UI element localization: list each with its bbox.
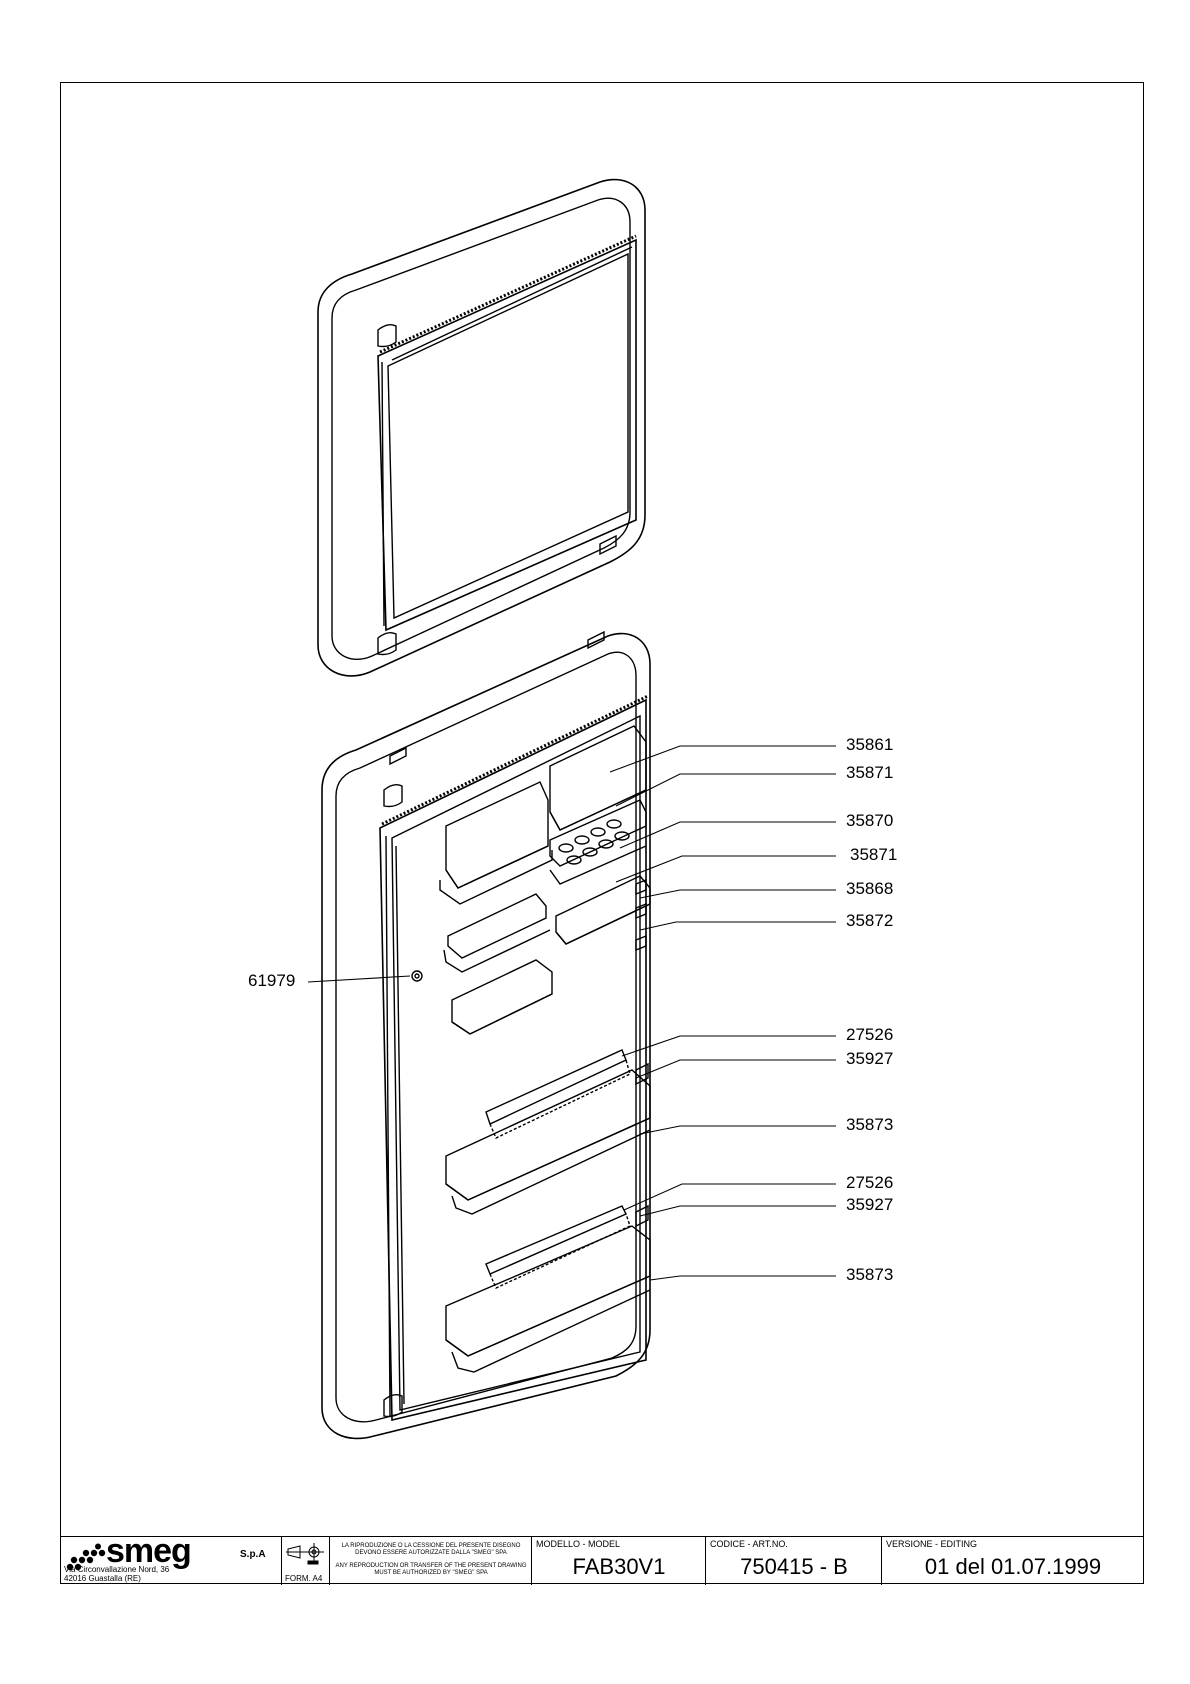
callout-35873-lower: 35873 [846,1265,894,1284]
version-value: 01 del 01.07.1999 [924,1554,1102,1579]
brand-name: smeg [106,1532,192,1570]
callout-35872: 35872 [846,911,894,930]
format-label: FORM. A4 [285,1574,323,1583]
format-cell: FORM. A4 [282,1537,330,1585]
model-cell: MODELLO - MODEL FAB30V1 [532,1537,706,1585]
address-line-1: Via Circonvallazione Nord, 36 [64,1565,170,1574]
callout-35927-upper: 35927 [846,1049,894,1068]
callout-35870: 35870 [846,811,894,830]
callout-35873-upper: 35873 [846,1115,894,1134]
callout-35927-lower: 35927 [846,1195,894,1214]
callout-35861: 35861 [846,735,894,754]
model-label: MODELLO - MODEL [536,1539,621,1549]
company-cell: smeg S.p.A Via Circonvallazione Nord, 36… [60,1533,282,1585]
smeg-logo-icon [66,1543,106,1571]
code-value: 750415 - B [740,1554,848,1579]
code-label: CODICE - ART.NO. [710,1539,788,1549]
leader-lines [307,745,836,1281]
legal-text-en: ANY REPRODUCTION OR TRANSFER OF THE PRES… [335,1563,527,1576]
version-label: VERSIONE - EDITING [886,1539,978,1549]
brand-suffix: S.p.A [240,1549,266,1560]
drawing-frame [60,82,1144,1584]
address-line-2: 42016 Guastalla (RE) [64,1574,141,1583]
legal-cell: LA RIPRODUZIONE O LA CESSIONE DEL PRESEN… [330,1537,532,1585]
fridge-door [321,630,651,1440]
projection-symbol-icon [286,1543,324,1565]
code-cell: CODICE - ART.NO. 750415 - B [706,1537,882,1585]
callout-27526-lower: 27526 [846,1173,894,1192]
version-cell: VERSIONE - EDITING 01 del 01.07.1999 [882,1537,1144,1585]
callout-27526-upper: 27526 [846,1025,894,1044]
callout-35871-lower: 35871 [850,845,898,864]
callout-61979: 61979 [248,971,296,990]
callout-35871-top: 35871 [846,763,894,782]
callout-35868: 35868 [846,879,894,898]
legal-text-it: LA RIPRODUZIONE O LA CESSIONE DEL PRESEN… [341,1543,521,1556]
freezer-door [317,178,646,677]
model-value: FAB30V1 [572,1554,666,1579]
title-block: smeg S.p.A Via Circonvallazione Nord, 36… [60,1533,1144,1585]
